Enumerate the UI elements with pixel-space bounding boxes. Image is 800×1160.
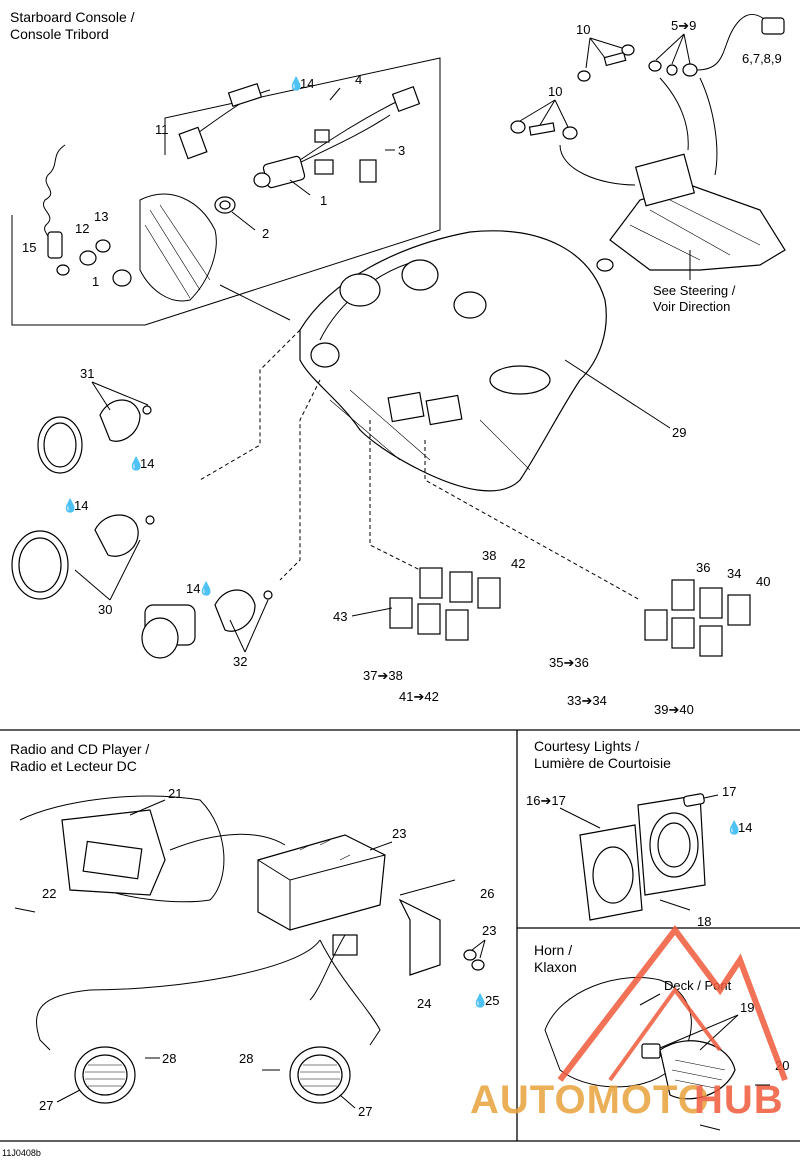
gauge-30: 💧 14 30 — [11, 498, 155, 617]
callout-12: 12 — [75, 221, 89, 236]
callout-39-40: 39➔40 — [654, 702, 694, 717]
callout-26: 26 — [480, 886, 494, 901]
drop-icon-32: 💧 — [198, 581, 214, 596]
callout-5-9: 5➔9 — [671, 18, 696, 33]
callout-43: 43 — [333, 609, 347, 624]
callout-33-34: 33➔34 — [567, 693, 607, 708]
console-body-29: 29 — [199, 230, 686, 601]
drop-icon: 💧 — [288, 76, 304, 91]
callout-32: 32 — [233, 654, 247, 669]
callout-18: 18 — [697, 914, 711, 929]
gauge-32: 14 💧 32 — [141, 581, 273, 669]
radio-assembly: 21 22 23 26 23 24 💧 25 28 28 27 27 — [14, 786, 499, 1119]
drop-icon-30: 💧 — [62, 498, 78, 513]
callout-40: 40 — [756, 574, 770, 589]
callout-2: 2 — [262, 226, 269, 241]
horn-title-en: Horn / — [534, 942, 572, 958]
callout-37-38: 37➔38 — [363, 668, 403, 683]
callout-42: 42 — [511, 556, 525, 571]
callout-14-31: 14 — [140, 456, 154, 471]
callout-23a: 23 — [392, 826, 406, 841]
console-title-en: Starboard Console / — [10, 9, 135, 25]
courtesy-section-title: Courtesy Lights / Lumière de Courtoisie — [534, 738, 671, 771]
steering-note-line1: See Steering / — [653, 283, 736, 298]
horn-section-title: Horn / Klaxon — [534, 942, 577, 975]
panel-frames — [0, 729, 800, 1142]
callout-4: 4 — [355, 72, 362, 87]
callout-14: 14 — [300, 76, 314, 91]
console-title-fr: Console Tribord — [10, 26, 109, 42]
callout-13: 13 — [94, 209, 108, 224]
callout-38: 38 — [482, 548, 496, 563]
callout-21: 21 — [168, 786, 182, 801]
radio-title-en: Radio and CD Player / — [10, 741, 149, 757]
callout-16-17: 16➔17 — [526, 793, 566, 808]
drawing-code: 11J0408b — [2, 1148, 41, 1158]
drop-icon-25: 💧 — [472, 993, 488, 1008]
callout-15: 15 — [22, 240, 36, 255]
radio-section-title: Radio and CD Player / Radio et Lecteur D… — [10, 741, 149, 774]
callout-34: 34 — [727, 566, 741, 581]
callout-28b: 28 — [239, 1051, 253, 1066]
callout-6-9: 6,7,8,9 — [742, 51, 782, 66]
radio-title-fr: Radio et Lecteur DC — [10, 758, 137, 774]
callout-35-36: 35➔36 — [549, 655, 589, 670]
courtesy-title-fr: Lumière de Courtoisie — [534, 755, 671, 771]
callout-29: 29 — [672, 425, 686, 440]
callout-1b: 1 — [92, 274, 99, 289]
callout-10a: 10 — [576, 22, 590, 37]
callout-25: 25 — [485, 993, 499, 1008]
callout-1a: 1 — [320, 193, 327, 208]
callout-30: 30 — [98, 602, 112, 617]
drop-icon-cl: 💧 — [726, 820, 742, 835]
callout-23b: 23 — [482, 923, 496, 938]
callout-28a: 28 — [162, 1051, 176, 1066]
steering-note-line2: Voir Direction — [653, 299, 730, 314]
callout-24: 24 — [417, 996, 431, 1011]
gauge-31: 31 💧 14 — [37, 366, 154, 474]
steering-assembly: 10 10 5➔9 6,7,8,9 See Steering / Voir Di… — [510, 13, 786, 314]
callout-41-42: 41➔42 — [399, 689, 439, 704]
callout-22: 22 — [42, 886, 56, 901]
callout-36: 36 — [696, 560, 710, 575]
callout-27b: 27 — [358, 1104, 372, 1119]
watermark-text-2: HUB — [694, 1078, 784, 1122]
callout-14-30: 14 — [74, 498, 88, 513]
switch-group-left: 38 42 43 37➔38 41➔42 — [333, 548, 525, 704]
callout-17: 17 — [722, 784, 736, 799]
callout-27a: 27 — [39, 1098, 53, 1113]
callout-14-32: 14 — [186, 581, 200, 596]
callout-31: 31 — [80, 366, 94, 381]
courtesy-title-en: Courtesy Lights / — [534, 738, 639, 754]
horn-title-fr: Klaxon — [534, 959, 577, 975]
drop-icon-31: 💧 — [128, 456, 144, 471]
callout-10b: 10 — [548, 84, 562, 99]
switch-group-right: 36 34 40 35➔36 33➔34 39➔40 — [549, 560, 770, 717]
callout-3: 3 — [398, 143, 405, 158]
watermark-logo: AUTOMOTO HUB — [470, 925, 788, 1122]
starboard-console-inset: 14 💧 4 11 3 1 2 13 12 15 1 — [11, 57, 441, 326]
callout-19: 19 — [740, 1000, 754, 1015]
courtesy-light-assembly: 16➔17 17 💧 14 18 — [526, 784, 752, 929]
callout-11: 11 — [155, 122, 169, 137]
watermark-text-1: AUTOMOTO — [470, 1078, 710, 1122]
console-section-title: Starboard Console / Console Tribord — [10, 9, 135, 42]
callout-14-cl: 14 — [738, 820, 752, 835]
